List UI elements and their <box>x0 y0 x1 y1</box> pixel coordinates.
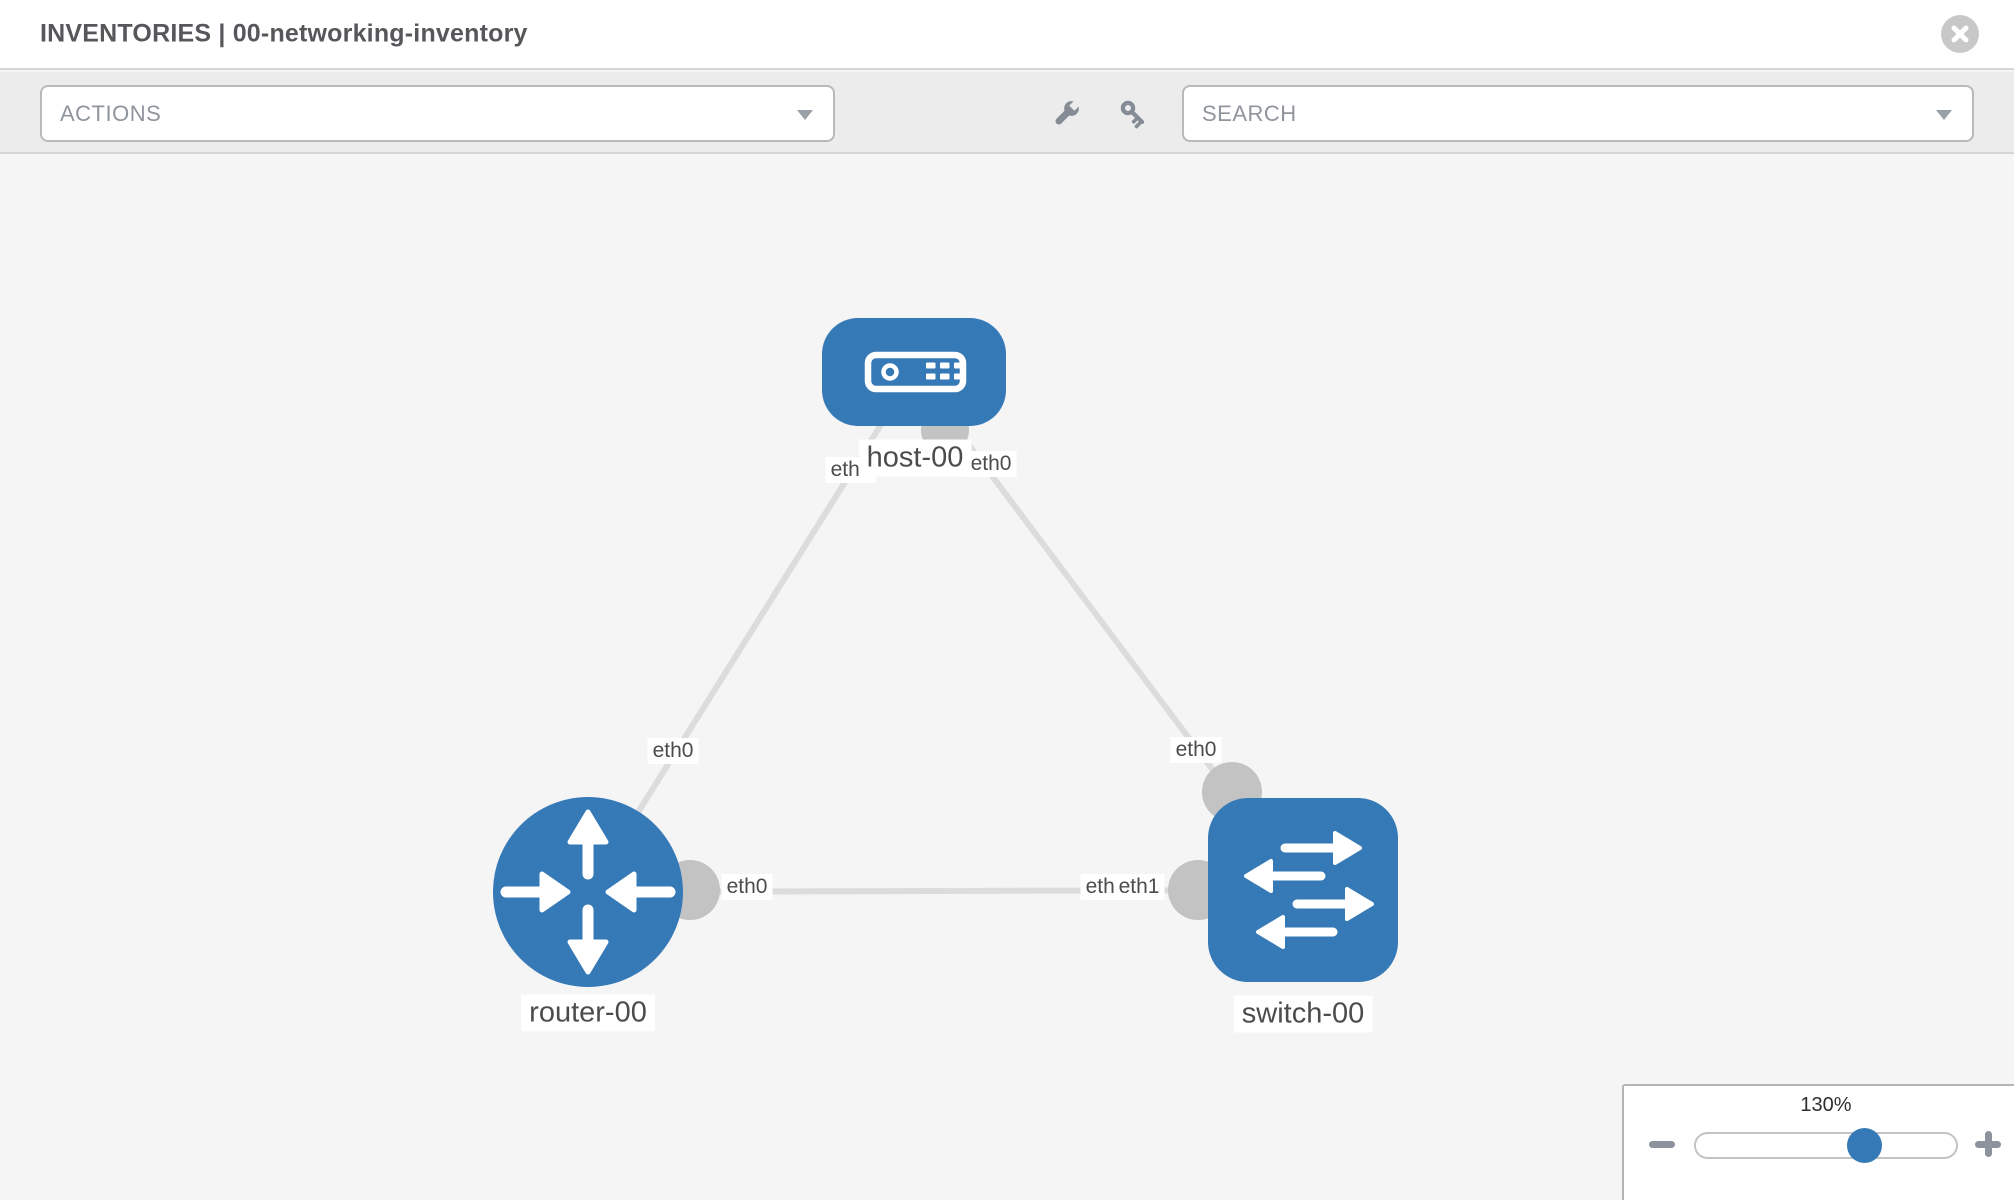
switch-arrows-icon <box>1244 831 1374 949</box>
wrench-button[interactable] <box>1049 97 1083 131</box>
search-dropdown[interactable]: SEARCH <box>1182 85 1974 142</box>
page-title: INVENTORIES | 00-networking-inventory <box>40 19 528 48</box>
key-icon <box>1120 100 1145 129</box>
router-arrows-icon <box>500 809 676 975</box>
zoom-panel: 130% <box>1622 1084 2014 1200</box>
zoom-slider-thumb[interactable] <box>1847 1128 1882 1163</box>
interface-label: eth1 <box>1113 874 1165 900</box>
node-label-host: host-00 <box>858 439 972 477</box>
server-icon <box>864 351 967 393</box>
zoom-in-button[interactable] <box>1972 1128 2004 1160</box>
close-button[interactable] <box>1941 15 1979 53</box>
actions-dropdown[interactable]: ACTIONS <box>40 85 835 142</box>
header: INVENTORIES | 00-networking-inventory <box>0 0 2014 70</box>
node-host[interactable] <box>822 318 1006 426</box>
node-router[interactable] <box>493 797 683 987</box>
search-dropdown-label: SEARCH <box>1202 100 1297 126</box>
key-button[interactable] <box>1117 97 1151 131</box>
toolbar: ACTIONS SEARC <box>0 72 2014 154</box>
node-switch[interactable] <box>1208 798 1398 982</box>
interface-label: eth0 <box>647 738 699 764</box>
zoom-percent-label: 130% <box>1800 1094 1852 1116</box>
actions-dropdown-label: ACTIONS <box>60 100 162 126</box>
chevron-down-icon <box>797 109 813 120</box>
zoom-slider-track[interactable] <box>1694 1132 1958 1159</box>
interface-label: eth0 <box>1170 737 1222 763</box>
interfaces-layer <box>660 406 1262 920</box>
chevron-down-icon <box>1936 109 1952 120</box>
zoom-out-button[interactable] <box>1646 1128 1678 1160</box>
node-label-switch: switch-00 <box>1233 995 1373 1033</box>
close-icon <box>1951 25 1969 43</box>
topology-canvas[interactable]: eth0 eth0 eth0 eth0 eth0 eth0 eth1 host-… <box>0 156 2014 1200</box>
interface-label: eth0 <box>721 874 773 900</box>
wrench-icon <box>1055 99 1081 125</box>
interface-label: eth0 <box>965 451 1017 477</box>
node-label-router: router-00 <box>521 994 655 1032</box>
